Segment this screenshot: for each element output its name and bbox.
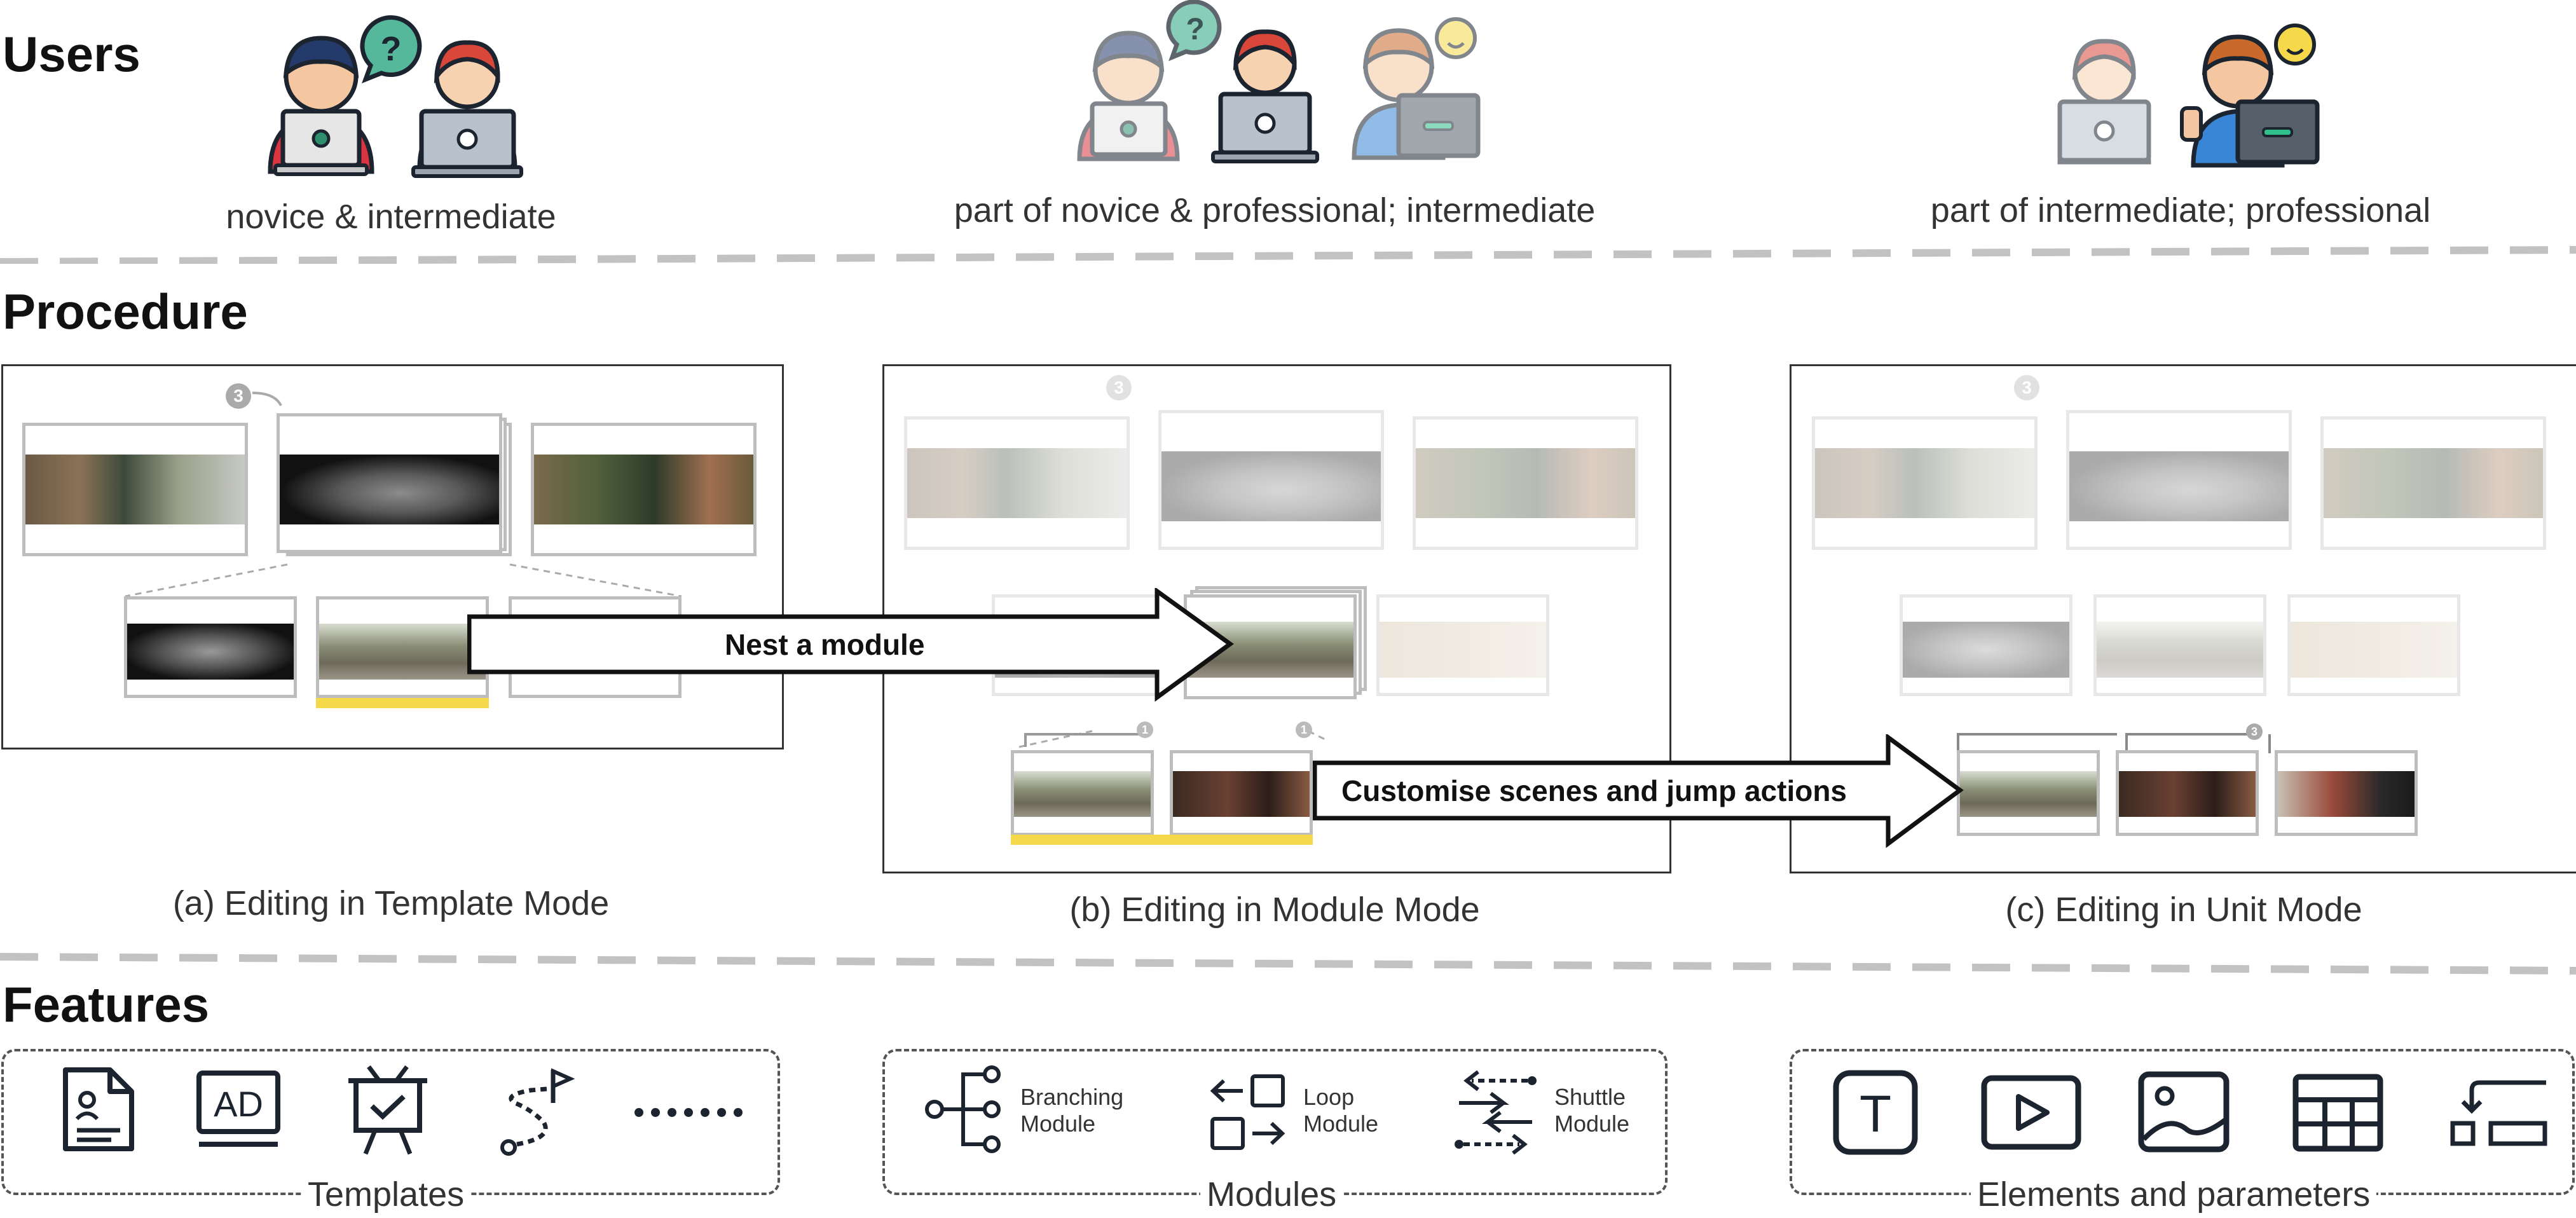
unit-unit-card[interactable] xyxy=(2287,594,2460,696)
shuttle-module-icon[interactable] xyxy=(1453,1068,1538,1157)
step-count-badge: 3 xyxy=(1106,375,1132,400)
unit-module-card[interactable] xyxy=(2066,410,2292,550)
selected-highlight-bar xyxy=(316,698,489,708)
procedure-heading: Procedure xyxy=(3,284,248,339)
more-templates-ellipsis-icon[interactable] xyxy=(633,1106,747,1119)
module-module-card[interactable] xyxy=(1158,410,1384,550)
unit-branch-scene[interactable] xyxy=(2116,750,2259,836)
svg-text:?: ? xyxy=(381,30,402,68)
modules-label: Modules xyxy=(1200,1175,1343,1214)
module-jump-connectors xyxy=(1018,730,1327,748)
unit-mode-caption: (c) Editing in Unit Mode xyxy=(2005,891,2362,929)
module-scene-card[interactable] xyxy=(1413,416,1638,550)
jump-badge: 1 xyxy=(1137,722,1153,738)
unit-jump-connectors xyxy=(1957,733,2271,753)
template-unit-card[interactable] xyxy=(124,596,297,698)
unit-scene-card[interactable] xyxy=(2320,416,2546,550)
nest-module-arrow xyxy=(467,588,1234,702)
image-element-icon[interactable] xyxy=(2136,1069,2231,1155)
template-mode-connectors xyxy=(125,392,682,598)
nested-module-card[interactable] xyxy=(1184,594,1357,699)
step-count-badge: 3 xyxy=(2014,375,2039,400)
jump-badge: 1 xyxy=(1296,722,1312,738)
svg-text:?: ? xyxy=(1186,13,1204,46)
procedure-separator xyxy=(0,953,2576,975)
customise-scenes-arrow xyxy=(1313,734,1964,848)
mixed-users-icon: ? xyxy=(1077,0,1481,163)
text-element-icon[interactable]: T xyxy=(1831,1068,1920,1157)
advertisement-template-icon[interactable]: AD xyxy=(194,1068,283,1151)
nest-module-label: Nest a module xyxy=(725,628,925,661)
layout-element-icon[interactable] xyxy=(2292,1073,2384,1153)
unit-unit-card[interactable] xyxy=(2093,594,2266,696)
route-template-icon[interactable] xyxy=(493,1065,575,1157)
ad-icon-text: AD xyxy=(214,1084,263,1124)
module-branch-scene[interactable] xyxy=(1011,750,1154,836)
unit-branch-scene[interactable] xyxy=(1957,750,2100,836)
video-element-icon[interactable] xyxy=(1980,1074,2082,1151)
customise-scenes-label: Customise scenes and jump actions xyxy=(1341,774,1847,807)
professional-users-icon xyxy=(2057,24,2320,168)
step-count-badge: 3 xyxy=(226,383,251,409)
features-heading: Features xyxy=(3,976,210,1032)
template-mode-caption: (a) Editing in Template Mode xyxy=(172,884,610,922)
unit-scene-card[interactable] xyxy=(1812,416,2038,550)
document-template-icon[interactable] xyxy=(60,1065,137,1154)
text-icon-letter: T xyxy=(1860,1085,1891,1143)
module-scene-card[interactable] xyxy=(904,416,1130,550)
selected-highlight-bar xyxy=(1011,835,1313,845)
templates-label: Templates xyxy=(301,1175,471,1214)
template-scene-card[interactable] xyxy=(531,423,757,556)
users-group1-label: novice & intermediate xyxy=(226,198,556,236)
template-module-card[interactable] xyxy=(277,413,502,553)
loop-module-icon[interactable] xyxy=(1208,1073,1287,1153)
jump-badge: 3 xyxy=(2246,723,2263,740)
unit-unit-card[interactable] xyxy=(1900,594,2072,696)
module-unit-card[interactable] xyxy=(1376,594,1549,696)
elements-label: Elements and parameters xyxy=(1971,1175,2377,1214)
parameter-element-icon[interactable] xyxy=(2448,1078,2549,1151)
users-heading: Users xyxy=(3,26,140,82)
users-group2-label: part of novice & professional; intermedi… xyxy=(954,191,1596,229)
module-mode-caption: (b) Editing in Module Mode xyxy=(1069,891,1480,929)
template-scene-card[interactable] xyxy=(22,423,248,556)
novice-users-icon: ? xyxy=(268,15,523,178)
unit-branch-scene[interactable] xyxy=(2275,750,2418,836)
users-separator xyxy=(0,246,2576,264)
template-unit-card-selected[interactable] xyxy=(316,596,489,698)
branching-module-icon[interactable] xyxy=(925,1062,1001,1157)
presentation-template-icon[interactable] xyxy=(343,1062,432,1157)
module-branch-scene[interactable] xyxy=(1170,750,1313,836)
users-group3-label: part of intermediate; professional xyxy=(1930,191,2431,229)
